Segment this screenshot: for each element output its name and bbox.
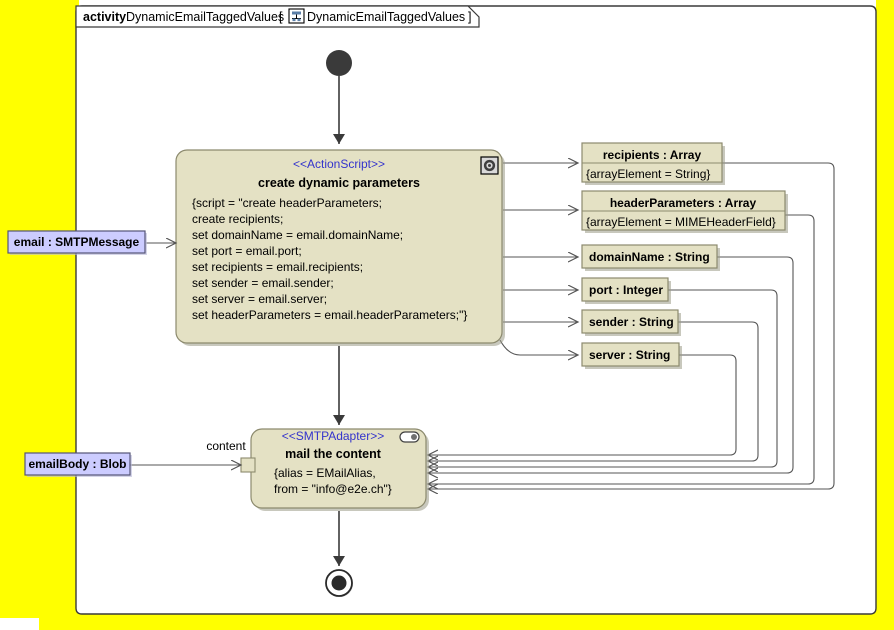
action-create-dynamic-parameters[interactable] [175,149,505,346]
output-pin-sender-name: sender : String [589,315,674,329]
object-node-email-label: email : SMTPMessage [14,235,140,249]
frame-diagram-name: DynamicEmailTaggedValues [307,10,465,24]
action-mail-title: mail the content [285,447,382,461]
script-line: set sender = email.sender; [192,276,334,290]
frame-header-label: activity DynamicEmailTaggedValues [ Dyna… [83,8,471,24]
action-mail-tag-line: {alias = EMailAlias, [274,466,376,480]
output-pin-sender[interactable] [581,309,681,336]
output-pin-headerparameters-name: headerParameters : Array [610,196,757,210]
script-line: create recipients; [192,212,283,226]
script-line: set headerParameters = email.headerParam… [192,308,467,322]
initial-node[interactable] [326,50,352,76]
adapter-pill-icon [399,431,420,443]
frame-bracket-close: ] [468,10,471,24]
script-gear-icon [480,156,499,175]
action-mail-tag-line: from = "info@e2e.ch"} [274,482,392,496]
script-line: set server = email.server; [192,292,327,306]
action-create-stereotype: <<ActionScript>> [293,157,385,171]
object-node-emailbody-label: emailBody : Blob [28,457,126,471]
edge-label-content: content [206,439,246,453]
script-line: set recipients = email.recipients; [192,260,363,274]
script-line: set port = email.port; [192,244,302,258]
object-node-email[interactable] [7,230,147,255]
action-create-title: create dynamic parameters [258,176,420,190]
output-pin-domainname-name: domainName : String [589,250,710,264]
action-mail-the-content[interactable] [250,428,429,511]
output-pin-recipients[interactable] [581,142,725,185]
output-pin-headerparameters-tag: {arrayElement = MIMEHeaderField} [586,215,776,229]
output-pin-server-name: server : String [589,348,670,362]
output-pin-recipients-name: recipients : Array [603,148,702,162]
output-pin-port-name: port : Integer [589,283,663,297]
script-line: {script = "create headerParameters; [192,196,382,210]
output-pin-recipients-tag: {arrayElement = String} [586,167,710,181]
frame-bracket-open: [ [279,10,283,24]
frame-name: DynamicEmailTaggedValues [126,10,284,24]
frame-keyword: activity [83,10,126,24]
action-create-script-body: {script = "create headerParameters; crea… [192,196,467,322]
output-pin-port[interactable] [581,277,671,304]
script-line: set domainName = email.domainName; [192,228,403,242]
edges-returns [428,162,835,489]
input-pin-content[interactable] [240,457,256,473]
edges-outputs [499,163,578,355]
output-pin-server[interactable] [581,342,682,369]
activity-diagram-icon [288,8,305,24]
object-node-emailbody[interactable] [24,452,132,477]
output-pin-domainname[interactable] [581,244,720,271]
action-mail-stereotype: <<SMTPAdapter>> [282,429,385,443]
activity-final-node[interactable] [325,569,353,597]
output-pin-headerparameters[interactable] [581,190,788,233]
